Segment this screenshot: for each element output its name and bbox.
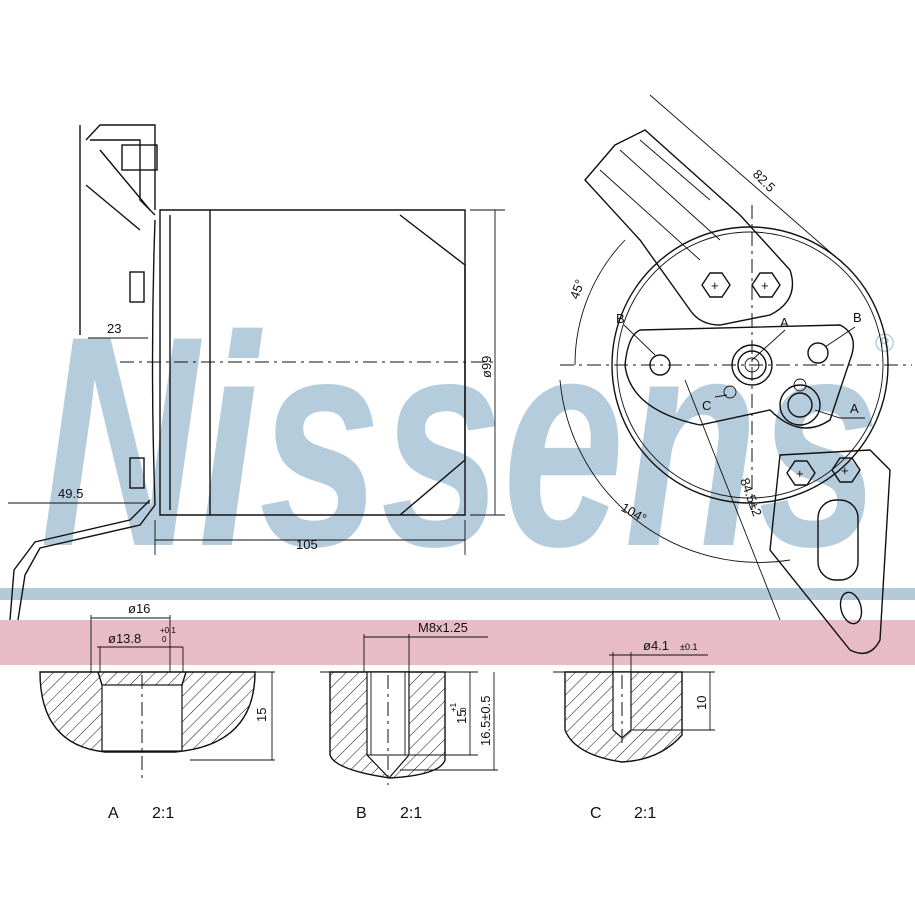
drier-body <box>159 209 466 516</box>
drawing-line <box>129 457 145 489</box>
drawing-line <box>701 272 731 298</box>
drawing-line <box>624 324 854 429</box>
label-b-right: B <box>853 310 862 325</box>
drawing-line <box>793 378 807 392</box>
drawing-line <box>97 671 187 686</box>
drawing-line <box>779 384 821 426</box>
label-b-left: B <box>616 311 625 326</box>
drawing-line <box>574 239 626 366</box>
drawing-line <box>649 354 671 376</box>
detail-c-hole-tol: ±0.1 <box>680 642 697 652</box>
watermark-logo: Nissens <box>40 273 880 609</box>
drawing-line <box>831 457 861 483</box>
detail-a-tol-down: 0 <box>162 635 167 644</box>
detail-b-caption-letter: B <box>356 805 367 822</box>
label-a-bottom: A <box>850 401 859 416</box>
detail-c-depth: 10 <box>694 696 709 710</box>
drawing-line <box>731 344 773 386</box>
drawing-line <box>723 385 737 399</box>
drawing-line <box>649 94 846 266</box>
detail-b-thread: M8x1.25 <box>418 620 468 635</box>
angle-45: 45° <box>567 277 588 301</box>
dim-bracket-width: 49.5 <box>58 486 83 501</box>
drawing-line <box>786 460 816 486</box>
drawing-line: + <box>711 278 719 293</box>
detail-c-caption-letter: C <box>590 805 602 822</box>
drawing-line <box>807 342 829 364</box>
drawing-line <box>684 379 781 621</box>
drawing-line <box>814 409 865 419</box>
label-a-top: A <box>780 315 789 330</box>
detail-a-caption-scale: 2:1 <box>152 805 174 822</box>
drawing-line <box>824 326 856 348</box>
drawing-line <box>769 449 891 654</box>
drawing-line <box>85 149 151 231</box>
detail-c-hole: ø4.1 <box>643 638 669 653</box>
detail-b: M8x1.25 15 +1 0 16.5±0.5 B 2:1 <box>320 620 498 822</box>
drawing-line <box>584 129 794 326</box>
label-c: C <box>702 398 711 413</box>
drawing-line <box>714 394 728 398</box>
detail-b-depth2: 16.5±0.5 <box>478 695 493 746</box>
detail-a-depth: 15 <box>254 708 269 722</box>
drawing-line <box>817 499 859 581</box>
blue-band <box>0 588 915 600</box>
detail-a-outer: ø16 <box>128 601 150 616</box>
drawing-line <box>839 591 863 625</box>
detail-b-depth1-tol-up: +1 <box>449 702 458 712</box>
detail-b-depth1-tol-down: 0 <box>459 707 468 712</box>
drawing-line: + <box>841 463 849 478</box>
detail-c-caption-scale: 2:1 <box>634 805 656 822</box>
drawing-line <box>121 144 158 171</box>
detail-a-tol-up: +0.1 <box>160 626 176 635</box>
drawing-line <box>623 324 656 356</box>
dim-diameter: ø99 <box>479 356 494 378</box>
drawing-line <box>737 350 767 380</box>
dim-bracket-offset: 23 <box>107 321 121 336</box>
dim-82-5: 82.5 <box>750 167 779 196</box>
detail-c: ø4.1 ±0.1 10 C 2:1 <box>553 638 715 822</box>
drawing-line <box>751 272 781 298</box>
drawing-line: + <box>761 278 769 293</box>
drawing-line <box>9 499 156 621</box>
side-view: 105 ø99 23 49.5 <box>8 124 505 621</box>
drawing-line: + <box>796 466 804 481</box>
detail-b-depth1: 15 <box>454 710 469 724</box>
detail-b-caption-scale: 2:1 <box>400 805 422 822</box>
drawing-line <box>744 357 760 373</box>
detail-a-inner: ø13.8 <box>108 631 141 646</box>
drawing-line <box>787 392 813 418</box>
drawing-line <box>559 379 791 563</box>
drawing-line <box>129 271 145 303</box>
drawing-line <box>751 329 786 361</box>
detail-a: ø16 ø13.8 +0.1 0 15 A 2:1 <box>39 601 275 822</box>
dim-length: 105 <box>296 537 318 552</box>
drawing-line <box>599 139 721 261</box>
pink-band <box>0 620 915 665</box>
detail-a-caption-letter: A <box>108 805 119 822</box>
